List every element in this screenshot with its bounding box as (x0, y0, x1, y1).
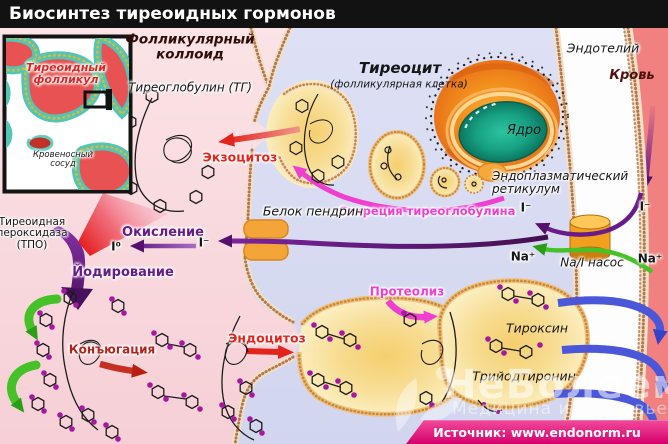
vesicle-molecules (289, 93, 477, 189)
watermark-name: НеБолеем (443, 362, 668, 408)
thyrocyte-subtitle: (фолликулярная клетка) (330, 78, 468, 91)
proteolysis-label: Протеолиз (369, 284, 445, 299)
endocytosis-arrow (245, 344, 294, 359)
iodination-label: Йодирование (72, 264, 174, 280)
pendrin-channel (243, 219, 289, 261)
endocytosis-label: Эндоцитоз (228, 330, 306, 346)
source-text: Источник: www.endonorm.ru (433, 425, 641, 440)
sodium-blood-label: Na⁺ (637, 251, 663, 266)
iodide-colloid-label: I⁻ (198, 235, 210, 250)
source-banner: Источник: www.endonorm.ru (406, 420, 668, 444)
inset-blood-vessel (26, 134, 54, 152)
nucleus-label: Ядро (506, 122, 542, 138)
tpo-ribbon (50, 226, 86, 290)
thyroglobulin-molecule (118, 88, 215, 214)
oxidation-label: Окисление (122, 224, 204, 240)
droplet-molecules (307, 310, 457, 408)
secretion-arrow (292, 165, 505, 214)
colloid-title: Фолликулярный коллоид (125, 31, 255, 62)
thyrocyte-title: Тиреоцит (358, 58, 442, 77)
exocytosis-vesicle (266, 80, 359, 188)
conjugated-products (147, 330, 203, 412)
recycle-arrow-2 (7, 360, 41, 413)
inset-vessel-label: Кровеносный сосуд (32, 149, 94, 169)
exocytosis-label: Экзоцитоз (202, 149, 278, 165)
page-title: Биосинтез тиреоидных гормонов (9, 4, 336, 24)
iodide-cell-label: I⁻ (520, 200, 532, 215)
tpo-label: Тиреоидная пероксидаза (ТПО) (0, 216, 68, 251)
endoplasmic-reticulum (425, 52, 569, 182)
thyroxine-molecule (477, 284, 549, 414)
iodine-zero-label: I⁰ (111, 239, 121, 254)
hormone-release-arrows (553, 296, 668, 438)
iodide-pump-arrow (535, 192, 644, 237)
conjugation-label: Конъюгация (68, 342, 156, 357)
secretion-label: Секреция тиреоглобулина (338, 203, 516, 218)
secretory-vesicles (368, 130, 484, 200)
watermark-leaf-icon (395, 366, 462, 432)
iodinated-thyroglobulin (29, 288, 127, 442)
pendrin-label: Белок пендрин (262, 203, 364, 219)
triiodothyronine-label: Трийодтиронин (472, 368, 576, 384)
thyroxine-label: Тироксин (505, 320, 569, 336)
inset-follicle-label: Тиреоидный фолликул (26, 61, 106, 86)
recycle-arrow-1 (24, 294, 62, 341)
nucleus (458, 101, 548, 163)
er-label: Эндоплазматический ретикулум (492, 169, 629, 196)
sodium-cell-label: Na⁺ (510, 249, 536, 264)
endocytosis-molecule (219, 315, 265, 441)
blood-label: Кровь (609, 67, 655, 83)
iodide-transport-arrow (218, 234, 549, 249)
sodium-pump-arrow (532, 243, 654, 274)
na-i-pump (569, 214, 611, 262)
thyroglobulin-label: Тиреоглобулин (ТГ) (128, 80, 252, 95)
inset-follicle-map (2, 34, 133, 194)
iodide-blood-label: I⁻ (639, 199, 651, 214)
exocytosis-arrow (218, 126, 301, 147)
endothelium-label: Эндотелий (566, 40, 640, 56)
title-bar: Биосинтез тиреоидных гормонов (0, 0, 668, 28)
conjugation-arrow (99, 360, 148, 378)
watermark-tagline: Медицина и здоровье (452, 399, 668, 419)
pump-label: Na/I насос (560, 255, 624, 270)
tpo-action-beam (78, 193, 168, 256)
